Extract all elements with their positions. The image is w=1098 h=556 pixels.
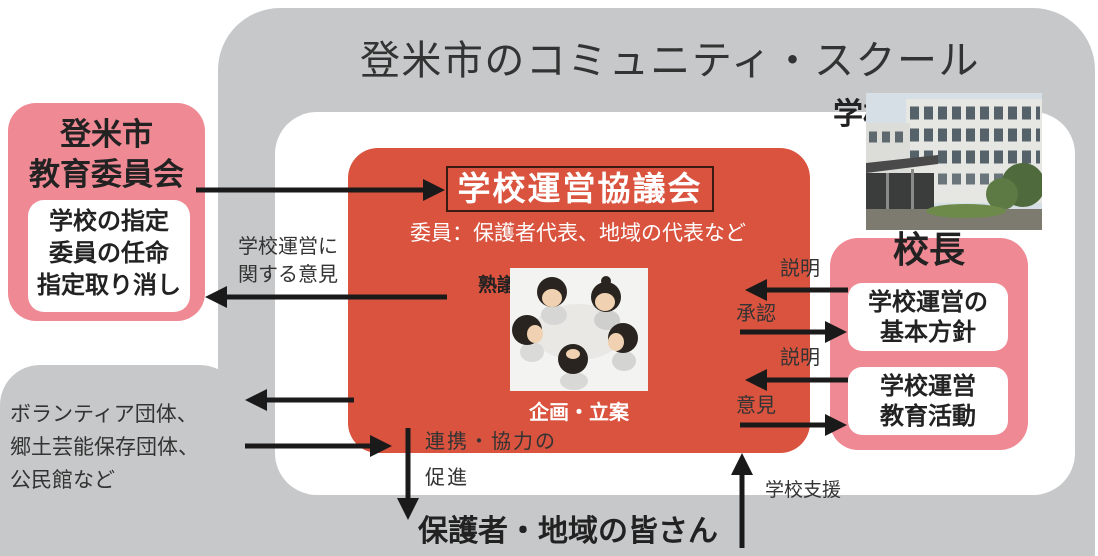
board-name-line-1: 登米市 [60,117,153,153]
cooperation-line: 促進 [425,465,469,489]
board-duty: 指定取り消し [37,271,181,299]
local-group-line: 公民館など [10,468,115,492]
school-activity-box: 学校運営 教育活動 [848,367,1008,435]
ground [866,204,1042,230]
figure-left [512,315,544,362]
local-group-line: 郷土芸能保存団体、 [10,435,199,459]
figure-top-left [537,277,567,325]
arrow-council-to-board [205,286,447,308]
board-opinion-label: 学校運営に 関する意見 [238,232,338,288]
board-name-line-2: 教育委員会 [29,157,184,193]
explain-activity-label: 説明 [780,345,820,369]
arrow-groups-to-council [245,435,392,457]
cooperation-line: 連携・協力の [425,429,557,453]
arrow-council-to-community [397,428,419,520]
board-duties-box: 学校の指定 委員の任命 指定取り消し [28,200,190,312]
arrow-council-opinion-activity [740,414,847,436]
diagram-title: 登米市のコミュニティ・スクール [359,38,981,84]
council-members-text: 委員：保護者代表、地域の代表など [410,221,746,245]
school-council-title: 学校運営協議会 [446,166,714,212]
arrow-board-to-council [196,179,445,201]
arrow-council-approve-policy [740,321,847,343]
local-groups-area [0,365,240,556]
school-building-photo [866,93,1042,230]
opinion-activity-label: 意見 [736,393,776,417]
arrow-community-to-school [731,453,753,548]
explain-policy-label: 説明 [780,256,820,280]
cooperation-label: 連携・協力の 促進 [425,423,557,495]
board-duty: 委員の任命 [49,239,169,267]
school-policy-box: 学校運営の 基本方針 [848,283,1008,351]
planning-label: 企画・立案 [529,400,629,424]
arrow-principal-explain-activity [745,369,848,391]
local-groups-text: ボランティア団体、 郷土芸能保存団体、 公民館など [10,398,199,497]
arrow-council-to-groups [245,389,354,411]
activity-line: 学校運営 [880,372,976,400]
approve-policy-label: 承認 [736,301,776,325]
covered-walkway [866,155,938,211]
deliberation-label: 熟議 [477,274,516,296]
policy-line: 学校運営の [868,288,988,316]
board-opinion-line: 学校運営に [238,234,338,258]
figure-top-right [591,276,621,330]
principal-title: 校長 [892,230,965,271]
arrow-principal-explain-policy [745,279,848,301]
policy-line: 基本方針 [880,318,976,346]
school-support-label: 学校支援 [765,479,842,501]
board-duty: 学校の指定 [49,207,169,235]
community-label: 保護者・地域の皆さん [418,514,718,549]
board-of-education-box: 登米市 教育委員会 学校の指定 委員の任命 指定取り消し [8,103,205,321]
local-group-line: ボランティア団体、 [10,402,198,426]
people-discussion-photo [510,268,648,391]
activity-line: 教育活動 [880,402,976,430]
figure-right [608,323,638,371]
board-opinion-line: 関する意見 [238,262,338,286]
trees [986,163,1042,210]
figure-bottom [558,344,588,390]
